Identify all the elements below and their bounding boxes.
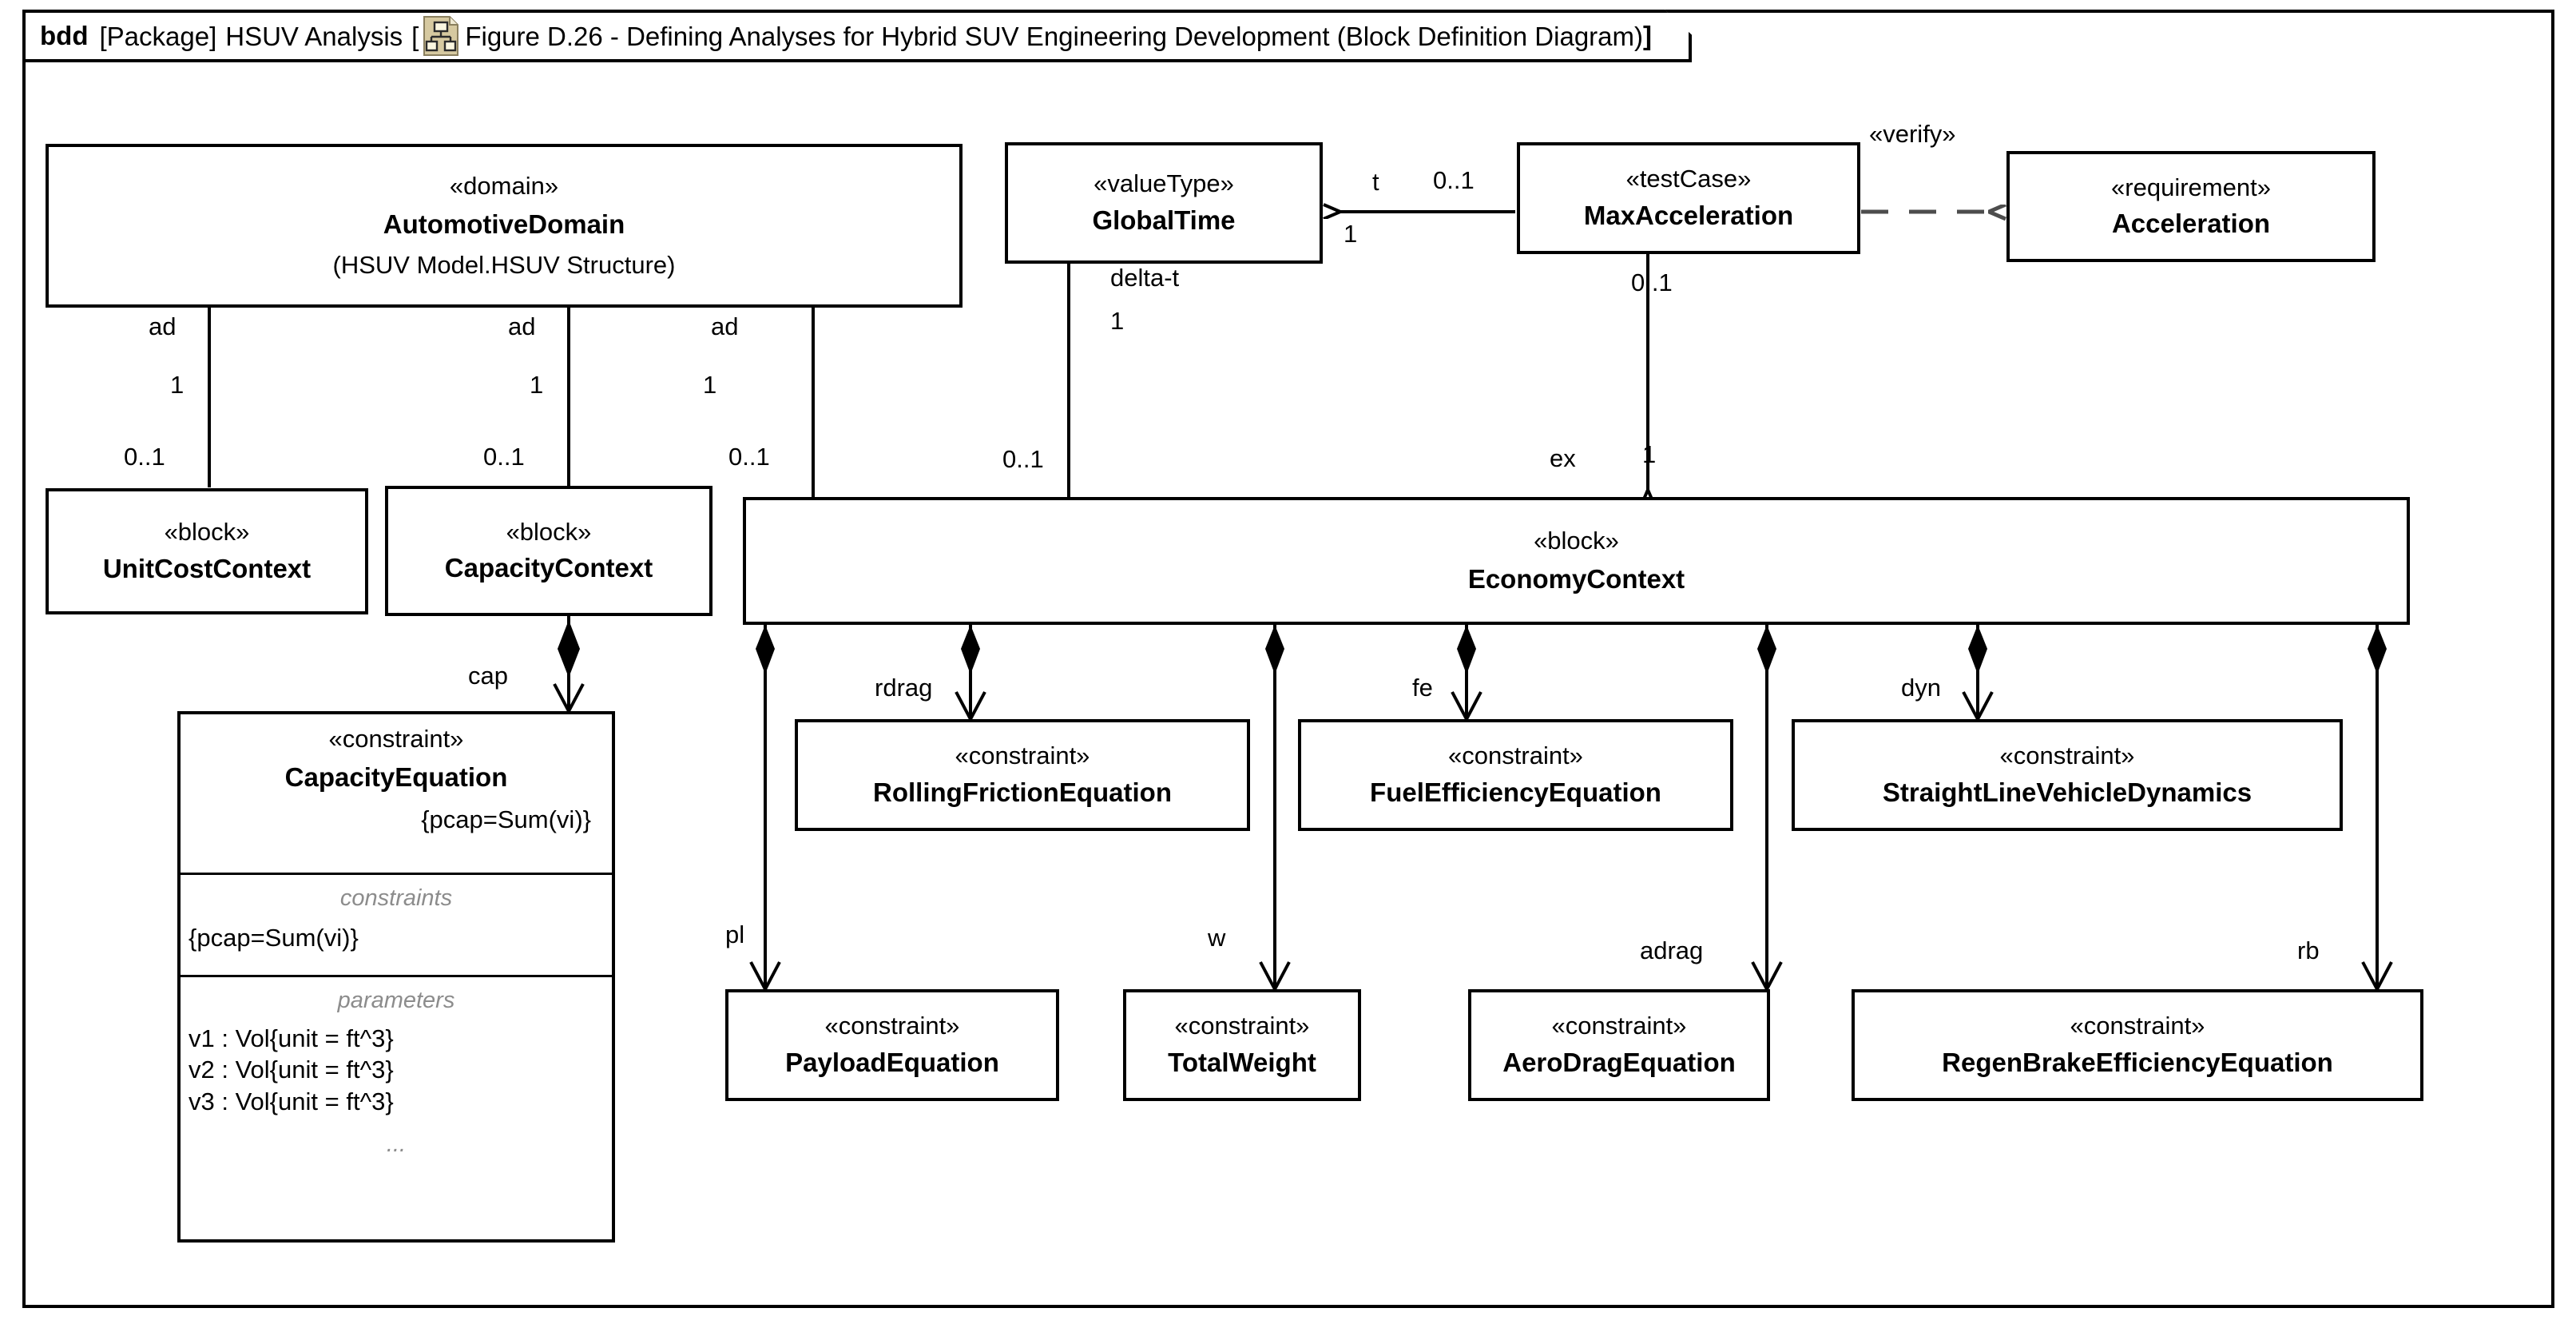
edge-label-dyn-role: dyn (1901, 674, 1941, 702)
payload-equation-name: PayloadEquation (785, 1047, 999, 1077)
automotive-domain-subtitle: (HSUV Model.HSUV Structure) (332, 250, 676, 279)
capacity-equation-header-expression: {pcap=Sum(vi)} (421, 805, 591, 833)
aero-drag-stereotype: «constraint» (1551, 1012, 1687, 1040)
total-weight-name: TotalWeight (1168, 1047, 1316, 1077)
edge-label-ex-mult-top: 0..1 (1631, 268, 1673, 296)
straight-line-dynamics-stereotype: «constraint» (1999, 742, 2135, 770)
regen-brake-name: RegenBrakeEfficiencyEquation (1942, 1047, 2333, 1077)
edge-label-t-mult-far: 0..1 (1433, 166, 1475, 194)
regen-brake-stereotype: «constraint» (2070, 1012, 2205, 1040)
bdd-diagram-icon (423, 16, 458, 56)
edge-label-ad-1-mult-top: 1 (170, 371, 185, 399)
capacity-equation-name: CapacityEquation (284, 761, 508, 792)
parameter-item: v1 : Vol{unit = ft^3} (189, 1024, 394, 1052)
edge-label-rdrag-role: rdrag (875, 674, 933, 702)
automotive-domain-stereotype: «domain» (449, 171, 559, 200)
edge-label-t-role: t (1372, 168, 1379, 196)
node-regen-brake-efficiency-equation[interactable]: «constraint» RegenBrakeEfficiencyEquatio… (1852, 989, 2423, 1101)
global-time-name: GlobalTime (1092, 205, 1236, 235)
edge-label-ad-1-mult-bottom: 0..1 (124, 443, 165, 471)
edge-label-ad-1-role: ad (149, 312, 177, 340)
fuel-efficiency-stereotype: «constraint» (1448, 742, 1583, 770)
fuel-efficiency-name: FuelEfficiencyEquation (1370, 777, 1661, 807)
capacity-equation-stereotype: «constraint» (328, 725, 464, 753)
bracket-open: [ (411, 21, 419, 51)
global-time-stereotype: «valueType» (1094, 169, 1234, 198)
total-weight-stereotype: «constraint» (1174, 1012, 1310, 1040)
unit-cost-context-stereotype: «block» (164, 518, 250, 547)
capacity-equation-parameters-compartment: parameters v1 : Vol{unit = ft^3} v2 : Vo… (181, 975, 612, 1239)
diagram-title-label: Figure D.26 - Defining Analyses for Hybr… (465, 21, 1643, 51)
straight-line-dynamics-name: StraightLineVehicleDynamics (1882, 777, 2253, 807)
economy-context-name: EconomyContext (1467, 563, 1685, 594)
max-acceleration-stereotype: «testCase» (1625, 165, 1752, 193)
constraints-compartment-label: constraints (339, 885, 453, 911)
edge-label-ex-mult-bottom: 1 (1642, 440, 1657, 468)
edge-label-rb-role: rb (2297, 936, 2320, 964)
edge-label-ad-3-mult-top: 1 (703, 371, 717, 399)
node-straight-line-vehicle-dynamics[interactable]: «constraint» StraightLineVehicleDynamics (1792, 719, 2343, 831)
edge-label-deltat-role: delta-t (1110, 264, 1180, 292)
node-unit-cost-context[interactable]: «block» UnitCostContext (46, 488, 368, 614)
aero-drag-name: AeroDragEquation (1502, 1047, 1736, 1077)
diagram-frame-header: bdd [Package] HSUV Analysis [ Figure D.2… (22, 10, 1692, 62)
parameter-item: v2 : Vol{unit = ft^3} (189, 1056, 394, 1084)
edge-label-ad-2-role: ad (508, 312, 536, 340)
edge-label-ad-2-mult-top: 1 (530, 371, 544, 399)
payload-equation-stereotype: «constraint» (824, 1012, 960, 1040)
bracket-close: ] (1643, 21, 1652, 50)
unit-cost-context-name: UnitCostContext (102, 553, 312, 583)
edge-label-cap-role: cap (468, 662, 508, 690)
parameters-ellipsis: ... (386, 1131, 407, 1157)
diagram-kind-label: bdd (40, 21, 89, 50)
edge-label-ad-3-role: ad (711, 312, 739, 340)
node-total-weight[interactable]: «constraint» TotalWeight (1123, 989, 1361, 1101)
constraint-expression: {pcap=Sum(vi)} (189, 923, 359, 952)
edge-label-pl-role: pl (725, 920, 745, 948)
edge-label-w-role: w (1208, 924, 1226, 952)
node-global-time[interactable]: «valueType» GlobalTime (1005, 142, 1323, 264)
max-acceleration-name: MaxAcceleration (1583, 200, 1794, 230)
edge-label-ex-role: ex (1550, 444, 1576, 472)
capacity-equation-constraints-compartment: constraints {pcap=Sum(vi)} (181, 873, 612, 975)
edge-label-deltat-mult-top: 1 (1110, 307, 1125, 335)
acceleration-stereotype: «requirement» (2111, 173, 2271, 201)
rolling-friction-stereotype: «constraint» (955, 742, 1090, 770)
edge-label-adrag-role: adrag (1640, 936, 1704, 964)
edge-label-deltat-mult-bottom: 0..1 (1002, 445, 1044, 473)
edge-label-ad-2-mult-bottom: 0..1 (483, 443, 525, 471)
node-automotive-domain[interactable]: «domain» AutomotiveDomain (HSUV Model.HS… (46, 144, 963, 308)
capacity-equation-header: «constraint» CapacityEquation {pcap=Sum(… (181, 714, 612, 873)
edge-label-ad-3-mult-bottom: 0..1 (728, 443, 770, 471)
node-acceleration-requirement[interactable]: «requirement» Acceleration (2006, 151, 2376, 262)
node-fuel-efficiency-equation[interactable]: «constraint» FuelEfficiencyEquation (1298, 719, 1733, 831)
node-rolling-friction-equation[interactable]: «constraint» RollingFrictionEquation (795, 719, 1250, 831)
node-max-acceleration[interactable]: «testCase» MaxAcceleration (1517, 142, 1860, 254)
node-payload-equation[interactable]: «constraint» PayloadEquation (725, 989, 1059, 1101)
automotive-domain-name: AutomotiveDomain (383, 209, 625, 239)
node-economy-context[interactable]: «block» EconomyContext (743, 497, 2410, 625)
edge-label-t-mult-near: 1 (1344, 220, 1358, 248)
parameter-item: v3 : Vol{unit = ft^3} (189, 1087, 394, 1116)
node-aero-drag-equation[interactable]: «constraint» AeroDragEquation (1468, 989, 1770, 1101)
package-name-label: HSUV Analysis (225, 21, 403, 51)
node-capacity-context[interactable]: «block» CapacityContext (385, 486, 712, 616)
node-capacity-equation[interactable]: «constraint» CapacityEquation {pcap=Sum(… (177, 711, 615, 1243)
economy-context-stereotype: «block» (1534, 527, 1619, 555)
parameters-compartment-label: parameters (337, 988, 455, 1013)
acceleration-name: Acceleration (2111, 209, 2271, 239)
capacity-context-name: CapacityContext (444, 553, 653, 583)
edge-label-fe-role: fe (1412, 674, 1433, 702)
edge-label-verify-stereotype: «verify» (1869, 120, 1956, 148)
capacity-context-stereotype: «block» (506, 517, 592, 546)
rolling-friction-name: RollingFrictionEquation (873, 777, 1172, 807)
package-keyword-label: [Package] (99, 21, 217, 51)
